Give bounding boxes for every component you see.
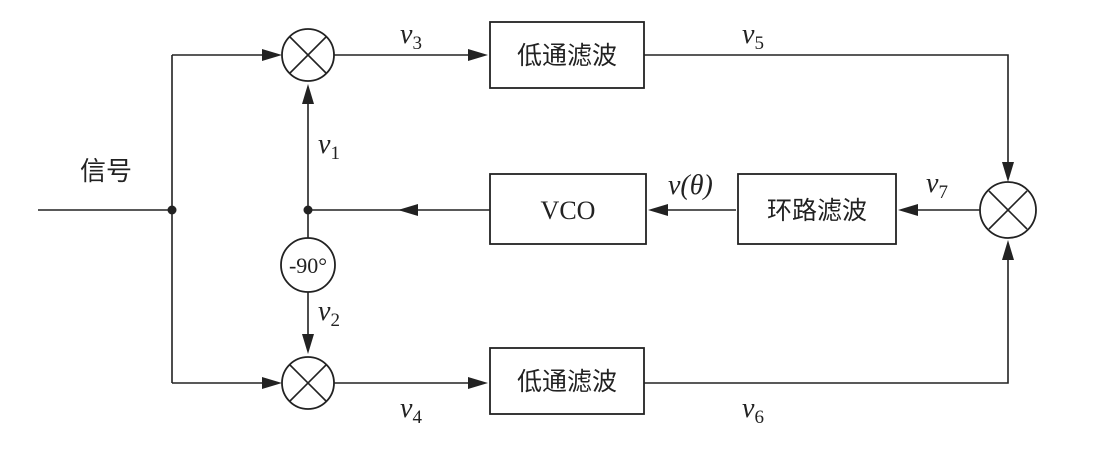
label-v3: v3 [400,19,422,54]
label-v-theta: v(θ) [668,170,713,201]
label-v1: v1 [318,129,340,164]
bottom-lpf-label: 低通滤波 [517,367,617,396]
top-mixer [281,28,335,82]
input-junction-dot [167,205,177,215]
arrow-into-top-mixer-from-below [302,84,314,104]
arrow-into-loop-filter [898,204,918,216]
arrow-vco-output [398,204,418,216]
arrow-into-top-mixer [262,49,282,61]
vco-junction-dot [303,205,313,215]
loop-filter-label: 环路滤波 [767,196,867,225]
label-v6: v6 [742,393,764,428]
bottom-lpf-block: 低通滤波 [489,347,645,415]
input-signal-label: 信号 [80,157,132,187]
arrow-into-right-mixer-top [1002,162,1014,182]
phase-shifter: -90° [280,237,336,293]
arrow-into-right-mixer-bottom [1002,240,1014,260]
vco-label: VCO [541,196,596,225]
top-lpf-label: 低通滤波 [517,41,617,70]
label-v7: v7 [926,168,948,203]
arrow-into-top-lpf [468,49,488,61]
wire-v6 [644,252,1009,384]
loop-filter-block: 环路滤波 [737,173,897,245]
wire-v5 [644,54,1009,172]
arrow-into-bottom-lpf [468,377,488,389]
label-v5: v5 [742,19,764,54]
phase-shifter-label: -90° [289,253,327,278]
right-mixer [979,181,1037,239]
bottom-mixer [281,356,335,410]
arrow-into-bottom-mixer-from-above [302,334,314,354]
label-v4: v4 [400,393,422,428]
arrow-into-vco [648,204,668,216]
arrow-into-bottom-mixer [262,377,282,389]
top-lpf-block: 低通滤波 [489,21,645,89]
vco-block: VCO [489,173,647,245]
arrowheads [262,49,1014,389]
label-v2: v2 [318,296,340,331]
